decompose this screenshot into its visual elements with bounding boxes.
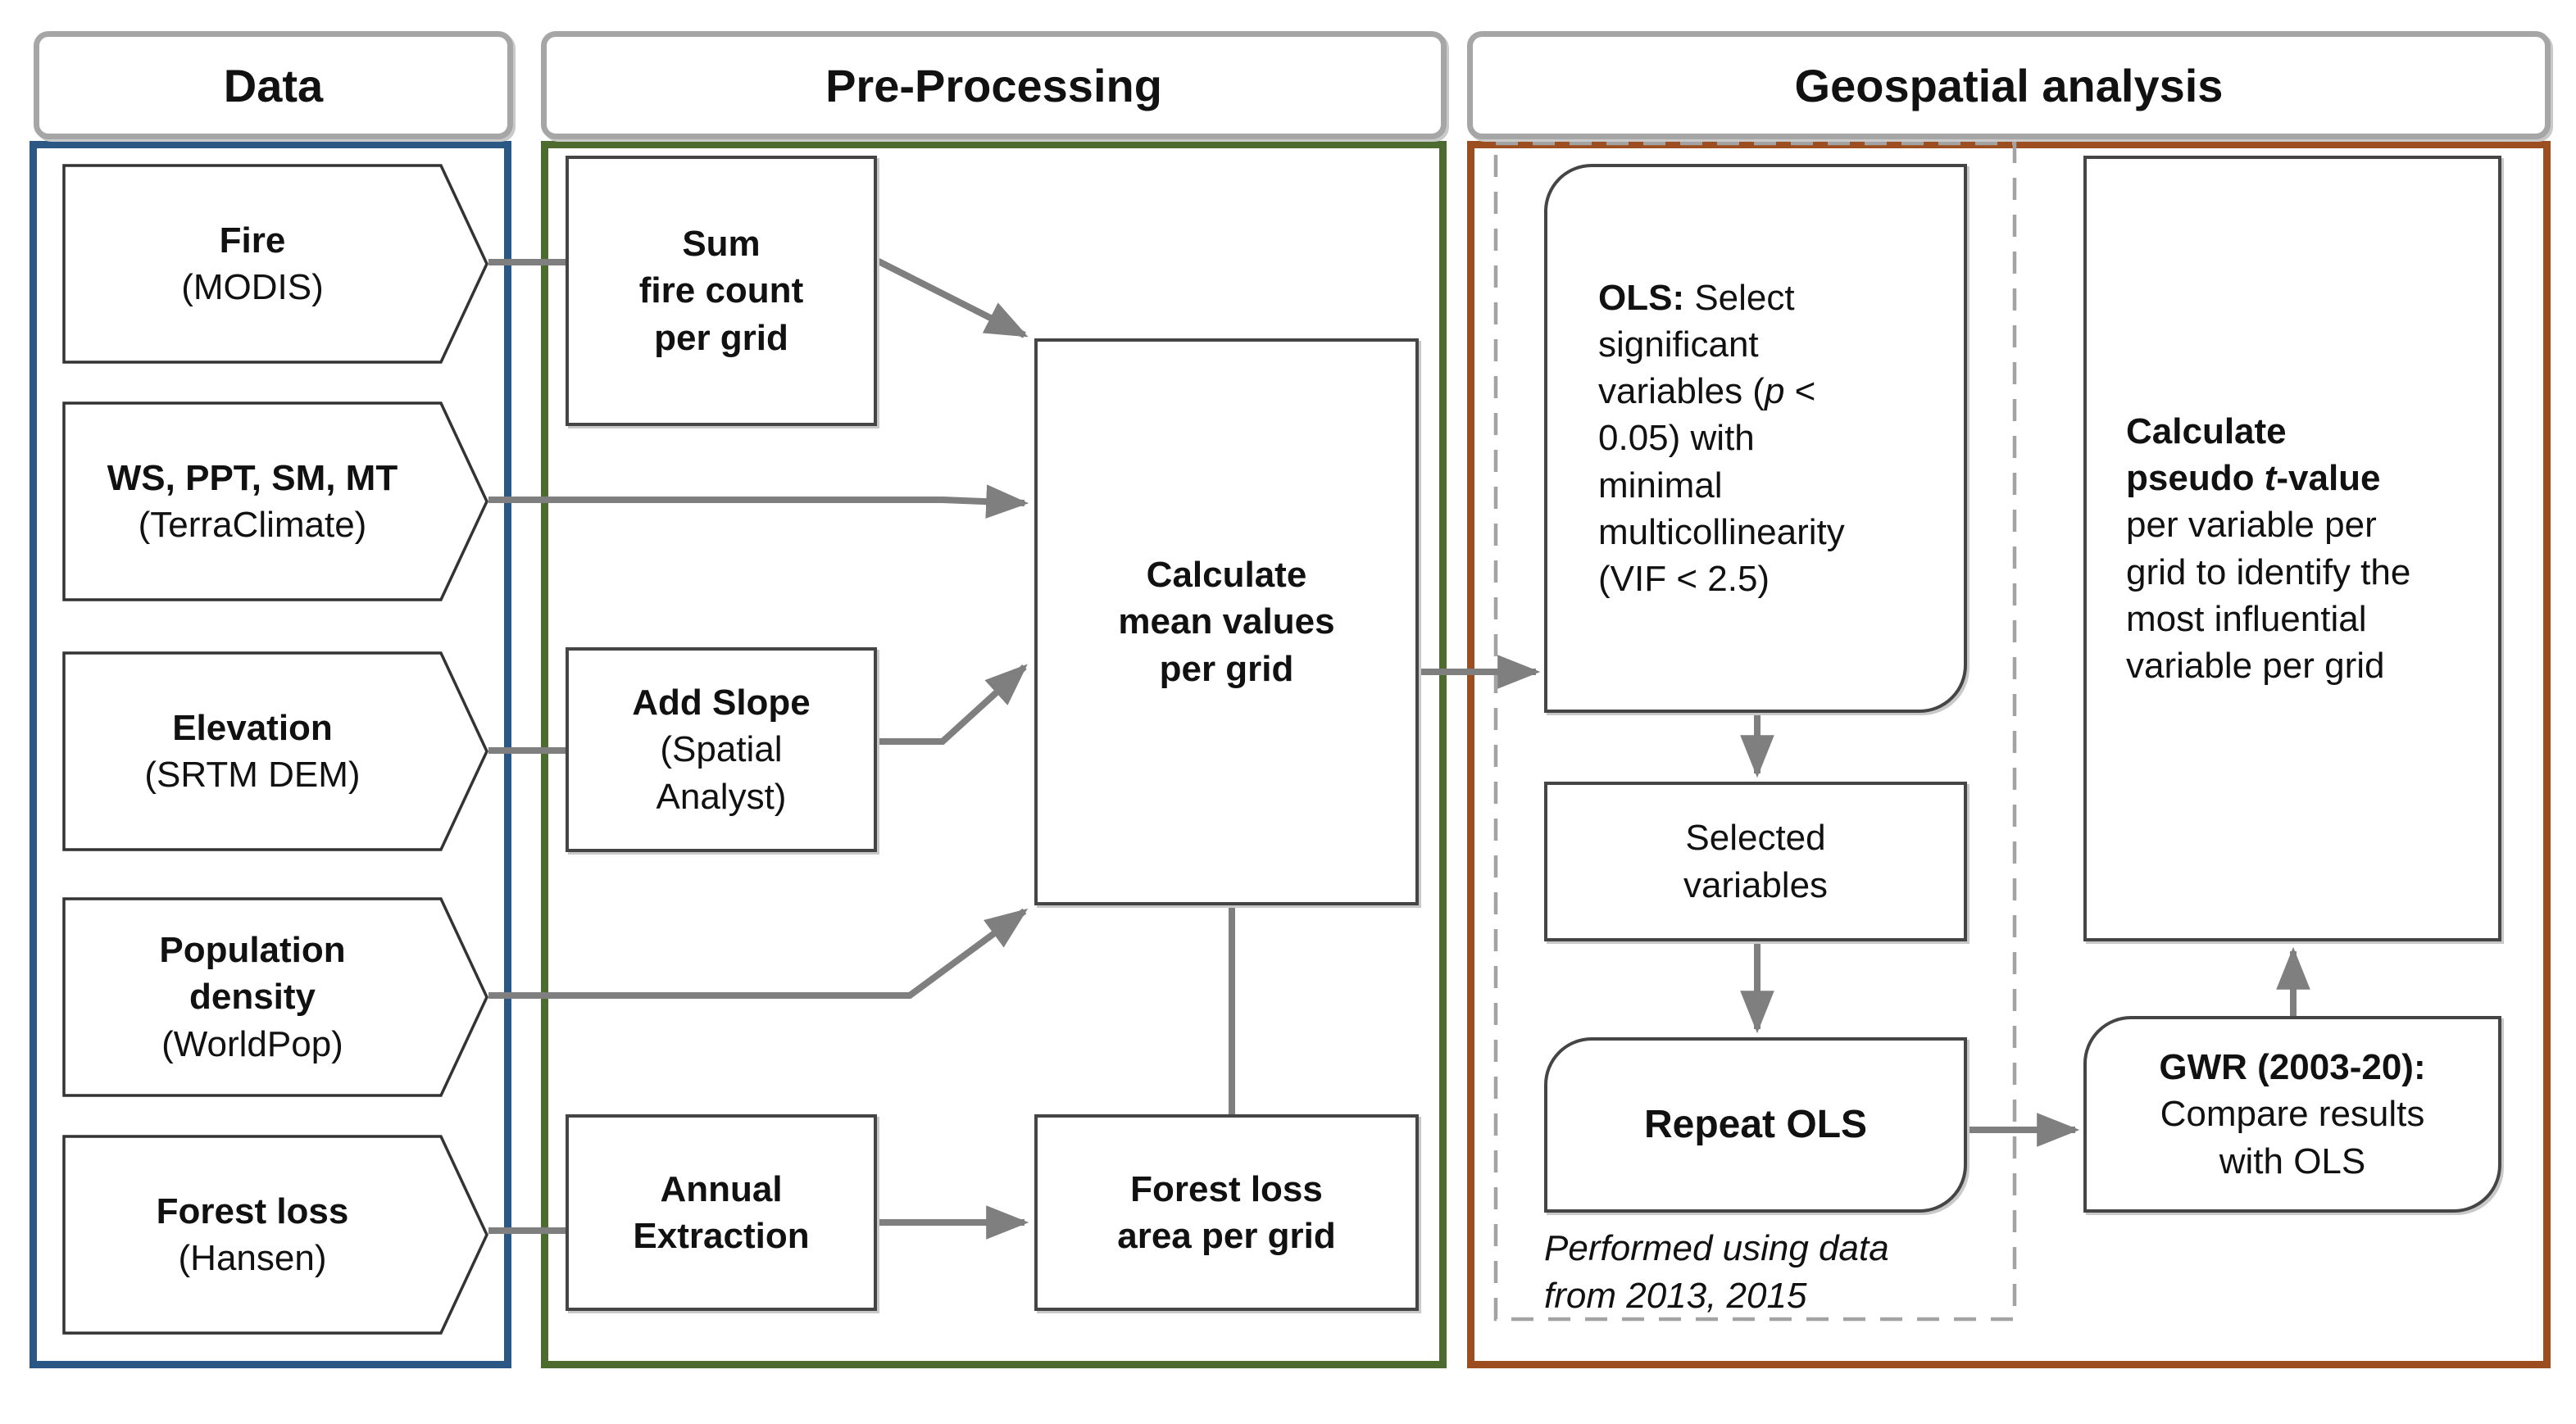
node-ws-label: WS, PPT, SM, MT xyxy=(107,457,398,498)
node-forest-loss-source: (Hansen) xyxy=(178,1238,327,1278)
node-forest-loss-area: Forest loss area per grid xyxy=(1034,1114,1419,1311)
node-fire: Fire (MODIS) xyxy=(62,166,443,362)
node-add-slope-sub: (Spatial Analyst) xyxy=(656,729,787,817)
node-ws-ppt-sm-mt: WS, PPT, SM, MT (TerraClimate) xyxy=(62,403,443,600)
note-performed-using-data: Performed using data from 2013, 2015 xyxy=(1544,1228,1889,1317)
node-ols-text: OLS: Select significant variables (p < 0… xyxy=(1598,277,1845,599)
node-population-density: Population density (WorldPop) xyxy=(62,899,443,1095)
node-fire-source: (MODIS) xyxy=(181,267,324,307)
node-repeat-ols: Repeat OLS xyxy=(1544,1037,1967,1213)
node-add-slope-title: Add Slope xyxy=(632,683,811,723)
node-ws-source: (TerraClimate) xyxy=(138,505,367,545)
node-gwr: GWR (2003-20): Compare results with OLS xyxy=(2083,1016,2501,1213)
node-calculate-mean-values: Calculate mean values per grid xyxy=(1034,338,1419,905)
node-sum-fire-count: Sum fire count per grid xyxy=(566,156,877,426)
node-elevation-label: Elevation xyxy=(172,707,333,748)
node-population-label: Population density xyxy=(159,930,346,1018)
node-forest-loss: Forest loss (Hansen) xyxy=(62,1136,443,1333)
node-selected-variables: Selected variables xyxy=(1544,782,1967,941)
node-pseudo-text: Calculate pseudo t-value per variable pe… xyxy=(2126,410,2411,686)
node-gwr-title: GWR (2003-20): xyxy=(2159,1047,2426,1088)
node-forest-loss-label: Forest loss xyxy=(156,1190,349,1231)
section-header-preprocessing: Pre-Processing xyxy=(541,31,1447,139)
node-annual-extraction: Annual Extraction xyxy=(566,1114,877,1311)
node-population-source: (WorldPop) xyxy=(161,1023,343,1064)
node-gwr-sub: Compare results with OLS xyxy=(2160,1094,2425,1181)
section-header-geospatial: Geospatial analysis xyxy=(1467,31,2551,139)
node-ols: OLS: Select significant variables (p < 0… xyxy=(1544,164,1967,713)
node-elevation: Elevation (SRTM DEM) xyxy=(62,653,443,850)
node-fire-label: Fire xyxy=(219,220,286,261)
node-pseudo-t-value: Calculate pseudo t-value per variable pe… xyxy=(2083,156,2501,941)
node-add-slope: Add Slope (Spatial Analyst) xyxy=(566,647,877,852)
section-header-data: Data xyxy=(34,31,513,139)
node-elevation-source: (SRTM DEM) xyxy=(144,755,361,795)
